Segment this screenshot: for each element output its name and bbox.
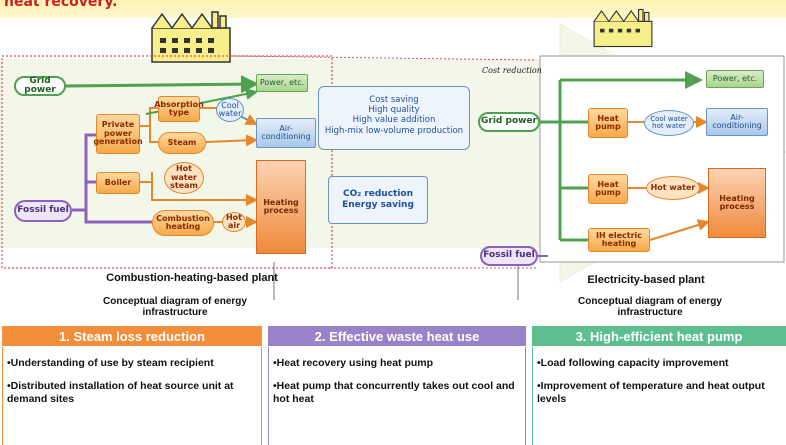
benefit-text: High value addition [352, 115, 436, 126]
fossil-fuel-node-right: Fossil fuel [480, 246, 538, 266]
column-header-3: 3. High-efficient heat pump [532, 326, 786, 346]
column-header-2: 2. Effective waste heat use [268, 326, 526, 346]
co2-reduction-box: CO₂ reduction Energy saving [328, 176, 428, 224]
grid-power-node: Grid power [14, 76, 66, 96]
benefits-box: Cost saving High quality High value addi… [318, 86, 470, 150]
grid-power-node-right: Grid power [478, 112, 540, 132]
ih-electric-heating-box: IH electric heating [588, 228, 650, 252]
power-etc-box: Power, etc. [256, 74, 308, 92]
steam-node: Steam [158, 132, 206, 154]
combustion-heating-node: Combustion heating [152, 210, 214, 236]
factory-icon [151, 11, 231, 63]
power-etc-box-right: Power, etc. [706, 70, 764, 88]
right-plant-caption: Electricity-based plant [587, 274, 705, 286]
benefit-text: High quality [368, 105, 420, 116]
list-item: •Load following capacity improvement [537, 357, 729, 369]
column-body-1: •Understanding of use by steam recipient… [2, 347, 262, 445]
list-item: •Understanding of use by steam recipient [7, 357, 214, 369]
list-item: •Heat recovery using heat pump [273, 357, 434, 369]
left-plant-caption: Combustion-heating-based plant [106, 272, 278, 284]
column-body-2: •Heat recovery using heat pump •Heat pum… [268, 347, 526, 445]
benefit-text: High-mix low-volume production [324, 125, 464, 136]
cool-hot-water-node: Cool water hot water [644, 110, 694, 136]
heat-pump-box-1: Heat pump [588, 108, 628, 138]
factory-icon [593, 8, 653, 48]
hot-water-steam-node: Hot water steam [164, 162, 204, 194]
fossil-fuel-node: Fossil fuel [14, 200, 72, 222]
heating-process-box-right: Heating process [708, 168, 766, 238]
cost-reduction-label: Cost reduction [482, 66, 542, 75]
heating-process-box: Heating process [256, 160, 306, 254]
air-conditioning-box: Air-conditioning [256, 118, 316, 148]
benefit-text: Cost saving [369, 95, 419, 105]
left-plant-subcaption: Conceptual diagram of energy infrastruct… [103, 296, 247, 318]
top-banner [0, 0, 786, 18]
column-header-1: 1. Steam loss reduction [2, 326, 262, 346]
energy-saving-text: Energy saving [342, 199, 414, 210]
right-plant-subcaption: Conceptual diagram of energy infrastruct… [578, 296, 722, 318]
list-item: •Heat pump that concurrently takes out c… [273, 380, 515, 406]
hot-air-node: Hot air [222, 212, 246, 232]
boiler-box: Boiler [96, 172, 140, 194]
absorption-type-box: Absorption type [154, 96, 204, 122]
list-item: •Improvement of temperature and heat out… [537, 380, 765, 406]
page-title: heat recovery. [4, 0, 118, 10]
private-power-generation-box: Private power generation [93, 114, 143, 154]
air-conditioning-box-right: Air-conditioning [706, 108, 768, 136]
co2-text: CO₂ reduction [342, 189, 414, 199]
column-body-3: •Load following capacity improvement •Im… [532, 347, 786, 445]
cool-water-node: Cool water [216, 98, 244, 122]
hot-water-node: Hot water [646, 176, 700, 200]
list-item: •Distributed installation of heat source… [7, 380, 234, 406]
heat-pump-box-2: Heat pump [588, 174, 628, 204]
